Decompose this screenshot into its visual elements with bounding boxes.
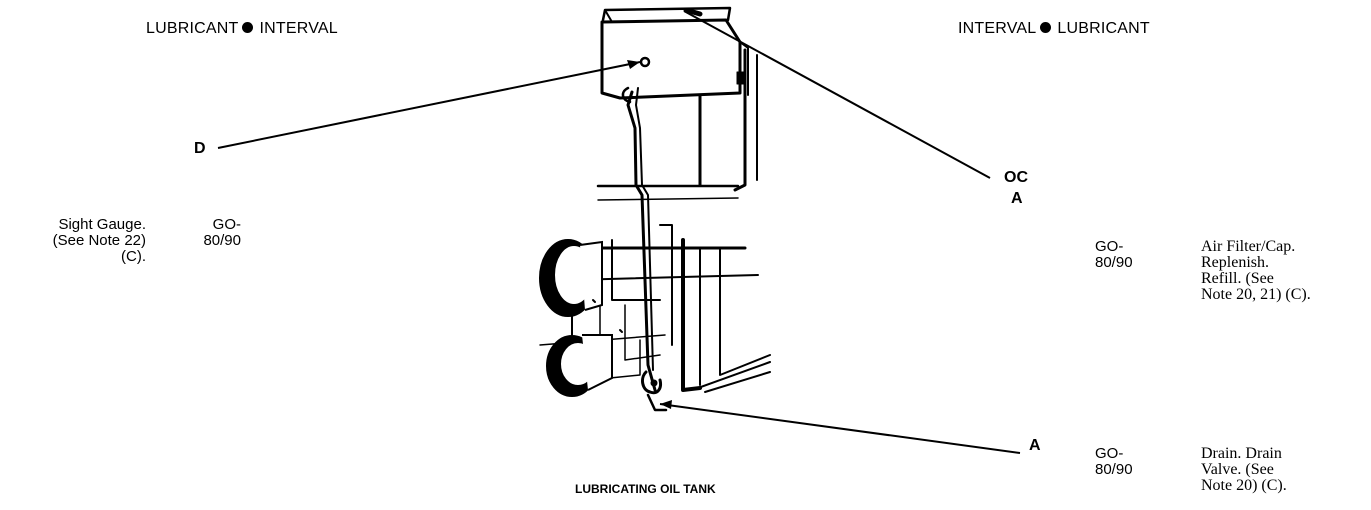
right-header-lubricant: LUBRICANT [1057, 20, 1150, 37]
air-filter-line-1: Air Filter/Cap. [1201, 238, 1296, 255]
left-header-lubricant: LUBRICANT [146, 20, 239, 37]
callout-a-upper: A [1011, 190, 1023, 207]
drain-line-1: Drain. Drain [1201, 445, 1282, 462]
air-filter-line-2: Replenish. [1201, 254, 1269, 271]
sight-gauge-lubricant-line-1: GO- [212, 216, 241, 233]
left-header: LUBRICANT INTERVAL [146, 20, 338, 38]
right-header: INTERVAL LUBRICANT [958, 20, 1150, 38]
drain-lubricant: GO- 80/90 [1095, 446, 1133, 478]
air-filter-line-3: Refill. (See [1201, 270, 1274, 287]
right-header-interval: INTERVAL [958, 20, 1037, 37]
callout-d: D [194, 140, 206, 157]
air-filter-description: Air Filter/Cap. Replenish. Refill. (See … [1201, 239, 1311, 303]
sight-gauge-lubricant-line-2: 80/90 [203, 232, 241, 249]
bullet-icon [242, 22, 254, 33]
sight-gauge-lubricant: GO- 80/90 [203, 217, 241, 249]
air-filter-lubricant: GO- 80/90 [1095, 239, 1133, 271]
sight-gauge-line-2: (See Note 22) [52, 232, 146, 249]
sight-gauge-line-1: Sight Gauge. [58, 216, 146, 233]
bullet-icon [1040, 22, 1052, 33]
air-filter-lubricant-line-2: 80/90 [1095, 254, 1133, 271]
sight-gauge-line-3: (C). [121, 248, 146, 265]
figure-caption: LUBRICATING OIL TANK [575, 482, 716, 496]
drain-line-2: Valve. (See [1201, 461, 1274, 478]
drain-description: Drain. Drain Valve. (See Note 20) (C). [1201, 446, 1287, 494]
callout-a-lower: A [1029, 437, 1041, 454]
sight-gauge-description: Sight Gauge. (See Note 22) (C). [53, 217, 146, 265]
drain-lubricant-line-1: GO- [1095, 445, 1124, 462]
left-header-interval: INTERVAL [259, 20, 338, 37]
air-filter-lubricant-line-1: GO- [1095, 238, 1124, 255]
callout-oc: OC [1004, 169, 1028, 186]
air-filter-line-4: Note 20, 21) (C). [1201, 286, 1311, 303]
drain-line-3: Note 20) (C). [1201, 477, 1287, 494]
drain-lubricant-line-2: 80/90 [1095, 461, 1133, 478]
